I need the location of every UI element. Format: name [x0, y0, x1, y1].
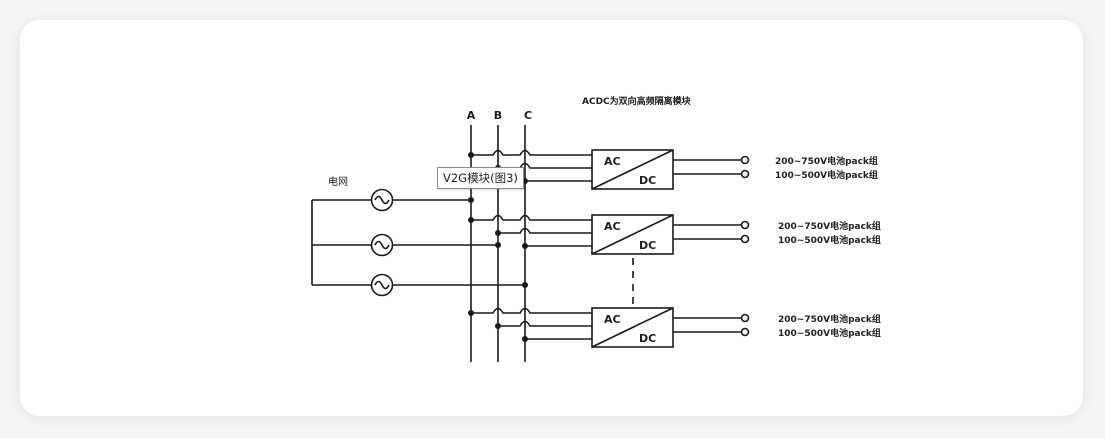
output-label-high: 200~750V电池pack组: [778, 220, 881, 232]
ac-source-1: [312, 188, 471, 212]
bus-label-b: B: [494, 109, 502, 122]
sine-wave-icon: [374, 280, 390, 290]
output-label-low: 100~500V电池pack组: [778, 327, 881, 339]
bus-label-c: C: [524, 109, 532, 122]
output-terminal: [740, 155, 750, 165]
phase-feeder: [471, 214, 592, 221]
dc-label: DC: [639, 332, 656, 345]
output-label-low: 100~500V电池pack组: [778, 234, 881, 246]
v2g-module-tooltip: V2G模块(图3): [437, 167, 524, 189]
converter-module-2: AC DC 200~750V电池pack组 100~500V电池pack组: [468, 214, 881, 255]
grid-label: 电网: [328, 175, 348, 188]
ac-label: AC: [604, 220, 621, 233]
output-terminal: [740, 327, 750, 337]
converter-module-3: AC DC 200~750V电池pack组 100~500V电池pack组: [468, 307, 881, 348]
phase-feeder: [471, 307, 592, 314]
ac-label: AC: [604, 313, 621, 326]
diagram-card: [20, 20, 1083, 416]
phase-feeder: [498, 320, 592, 327]
phase-feeder: [471, 149, 592, 156]
output-terminal: [740, 169, 750, 179]
ac-source-3: [312, 273, 525, 297]
converter-module-1: AC DC 200~750V电池pack组 100~500V电池pack组: [468, 149, 878, 190]
junction-dot: [495, 230, 501, 236]
junction-dot: [522, 336, 528, 342]
junction-dot: [495, 323, 501, 329]
ac-label: AC: [604, 155, 621, 168]
junction-dot: [468, 217, 474, 223]
junction-dot: [522, 243, 528, 249]
output-label-low: 100~500V电池pack组: [775, 169, 878, 181]
diagram-title: ACDC为双向高频隔离模块: [582, 95, 692, 107]
output-terminal: [740, 313, 750, 323]
bus-label-a: A: [467, 109, 476, 122]
ac-source-2: [312, 233, 498, 257]
dc-label: DC: [639, 239, 656, 252]
junction-dot: [468, 310, 474, 316]
output-terminal: [740, 220, 750, 230]
output-label-high: 200~750V电池pack组: [775, 155, 878, 167]
output-label-high: 200~750V电池pack组: [778, 313, 881, 325]
acdc-diagonal: [591, 214, 674, 255]
acdc-diagonal: [591, 307, 674, 348]
acdc-diagonal: [591, 149, 674, 190]
output-terminal: [740, 234, 750, 244]
sine-wave-icon: [374, 195, 390, 205]
sine-wave-icon: [374, 240, 390, 250]
dc-label: DC: [639, 174, 656, 187]
junction-dot: [468, 152, 474, 158]
phase-feeder: [498, 227, 592, 234]
